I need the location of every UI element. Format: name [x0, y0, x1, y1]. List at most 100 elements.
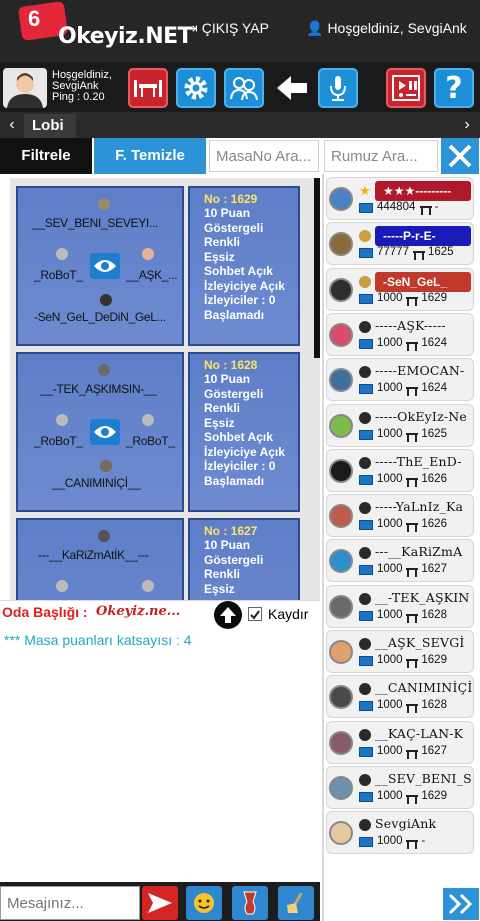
table-icon	[405, 474, 419, 487]
player-top: __-TEK_AŞKIMSIN-__	[40, 382, 157, 396]
robot-icon	[56, 580, 68, 592]
avatar[interactable]	[3, 68, 47, 108]
eye-icon	[94, 426, 116, 438]
user-table-number: 1629	[421, 292, 447, 304]
user-name: -----OkEyIz-Ne	[375, 409, 468, 424]
message-input[interactable]	[0, 886, 140, 920]
table-points: 10 Puan	[204, 538, 251, 552]
tab-bar	[0, 112, 480, 138]
user-points: 1000	[377, 745, 403, 757]
user-table-number: -	[434, 201, 439, 213]
emoji-button[interactable]	[186, 886, 222, 920]
welcome-user[interactable]: 👤 Hoşgeldiniz, SevgiAnk	[306, 20, 467, 37]
table-room-button[interactable]	[128, 68, 168, 108]
friends-button[interactable]	[224, 68, 264, 108]
player-bottom: __CANIMINİÇİ__	[52, 476, 141, 490]
user-points: 1000	[377, 835, 403, 847]
tab-lobi[interactable]: Lobi	[24, 114, 76, 138]
clear-chat-button[interactable]	[278, 886, 314, 920]
computer-icon	[359, 294, 373, 304]
player-right: __AŞK_...	[126, 268, 178, 282]
user-icon: 👤	[306, 20, 324, 36]
tab-scroll-right[interactable]: ›	[464, 116, 470, 133]
site-logo[interactable]: Okeyiz.NET	[58, 24, 193, 49]
tab-scroll-left[interactable]: ‹	[9, 116, 15, 133]
user-table-number: 1625	[428, 246, 454, 258]
tea-glass-icon	[243, 891, 257, 915]
back-button[interactable]	[272, 68, 312, 108]
next-page-button[interactable]	[443, 888, 479, 920]
table-list-scrollbar[interactable]	[314, 178, 320, 358]
microphone-icon	[330, 76, 346, 101]
table-status: Başlamadı	[204, 307, 265, 322]
table-indicator: Göstergeli	[204, 386, 264, 401]
user-name: ---__KaRiZmA	[375, 544, 463, 559]
table-pair: Eşsiz	[204, 581, 235, 596]
clear-filter-button[interactable]: F. Temizle	[94, 138, 206, 174]
status-dot-icon	[359, 366, 371, 378]
table-icon	[405, 700, 419, 713]
table-list[interactable]: __SEV_BENI_SEVEYI... _RoBoT_ __AŞK_... -…	[10, 178, 320, 600]
table-number-search-input[interactable]	[209, 140, 319, 172]
auto-scroll-label: Kaydır	[268, 606, 309, 622]
table-points: 10 Puan	[204, 372, 251, 386]
user-points: 1000	[377, 292, 403, 304]
user-table-number: -	[421, 835, 426, 847]
table-icon	[419, 202, 433, 215]
nickname-search-input[interactable]	[324, 140, 438, 172]
table-number: No : 1627	[204, 524, 258, 538]
user-avatar	[329, 595, 353, 619]
question-icon: ?	[445, 70, 463, 106]
computer-icon	[359, 520, 373, 530]
player-left: _RoBoT_	[34, 268, 83, 282]
auto-scroll-checkbox[interactable]	[248, 607, 262, 621]
user-avatar	[329, 640, 353, 664]
robot-icon	[142, 414, 154, 426]
table-info: No : 1629 10 Puan Göstergeli Renkli Eşsi…	[188, 186, 300, 346]
status-dot-icon	[359, 683, 371, 695]
player-avatar	[100, 294, 112, 306]
send-button[interactable]	[142, 886, 178, 920]
watch-table-button[interactable]	[90, 253, 120, 279]
watch-table-button[interactable]	[90, 419, 120, 445]
table-card[interactable]: __SEV_BENI_SEVEYI... _RoBoT_ __AŞK_... -…	[16, 186, 184, 346]
computer-icon	[359, 837, 373, 847]
microphone-button[interactable]	[318, 68, 358, 108]
user-row[interactable]: ★★★★---------444804-	[326, 177, 474, 220]
table-card[interactable]: __-TEK_AŞKIMSIN-__ _RoBoT_ _RoBoT_ __CAN…	[16, 352, 184, 512]
scroll-up-button[interactable]	[214, 601, 242, 629]
table-card[interactable]: ---__KaRiZmAtİK__---	[16, 518, 184, 600]
filter-button[interactable]: Filtrele	[0, 138, 92, 174]
status-dot-icon	[359, 729, 371, 741]
table-spectate: İzleyiciye Açık	[204, 278, 285, 293]
player-right: _RoBoT_	[126, 434, 175, 448]
double-chevron-right-icon	[448, 893, 473, 915]
users-group-icon	[230, 77, 258, 101]
logout-button[interactable]: ⇥ ÇIKIŞ YAP	[186, 20, 269, 37]
status-dot-icon	[359, 321, 371, 333]
user-points: 1000	[377, 654, 403, 666]
settings-button[interactable]	[176, 68, 216, 108]
close-filter-button[interactable]	[441, 138, 479, 174]
table-spectate: İzleyiciye Açık	[204, 444, 285, 459]
user-name: __-TEK_AŞKIN	[375, 590, 470, 605]
tea-button[interactable]	[232, 886, 268, 920]
media-button[interactable]	[386, 68, 426, 108]
help-button[interactable]: ?	[434, 68, 474, 108]
user-points: 1000	[377, 382, 403, 394]
user-points: 1000	[377, 337, 403, 349]
